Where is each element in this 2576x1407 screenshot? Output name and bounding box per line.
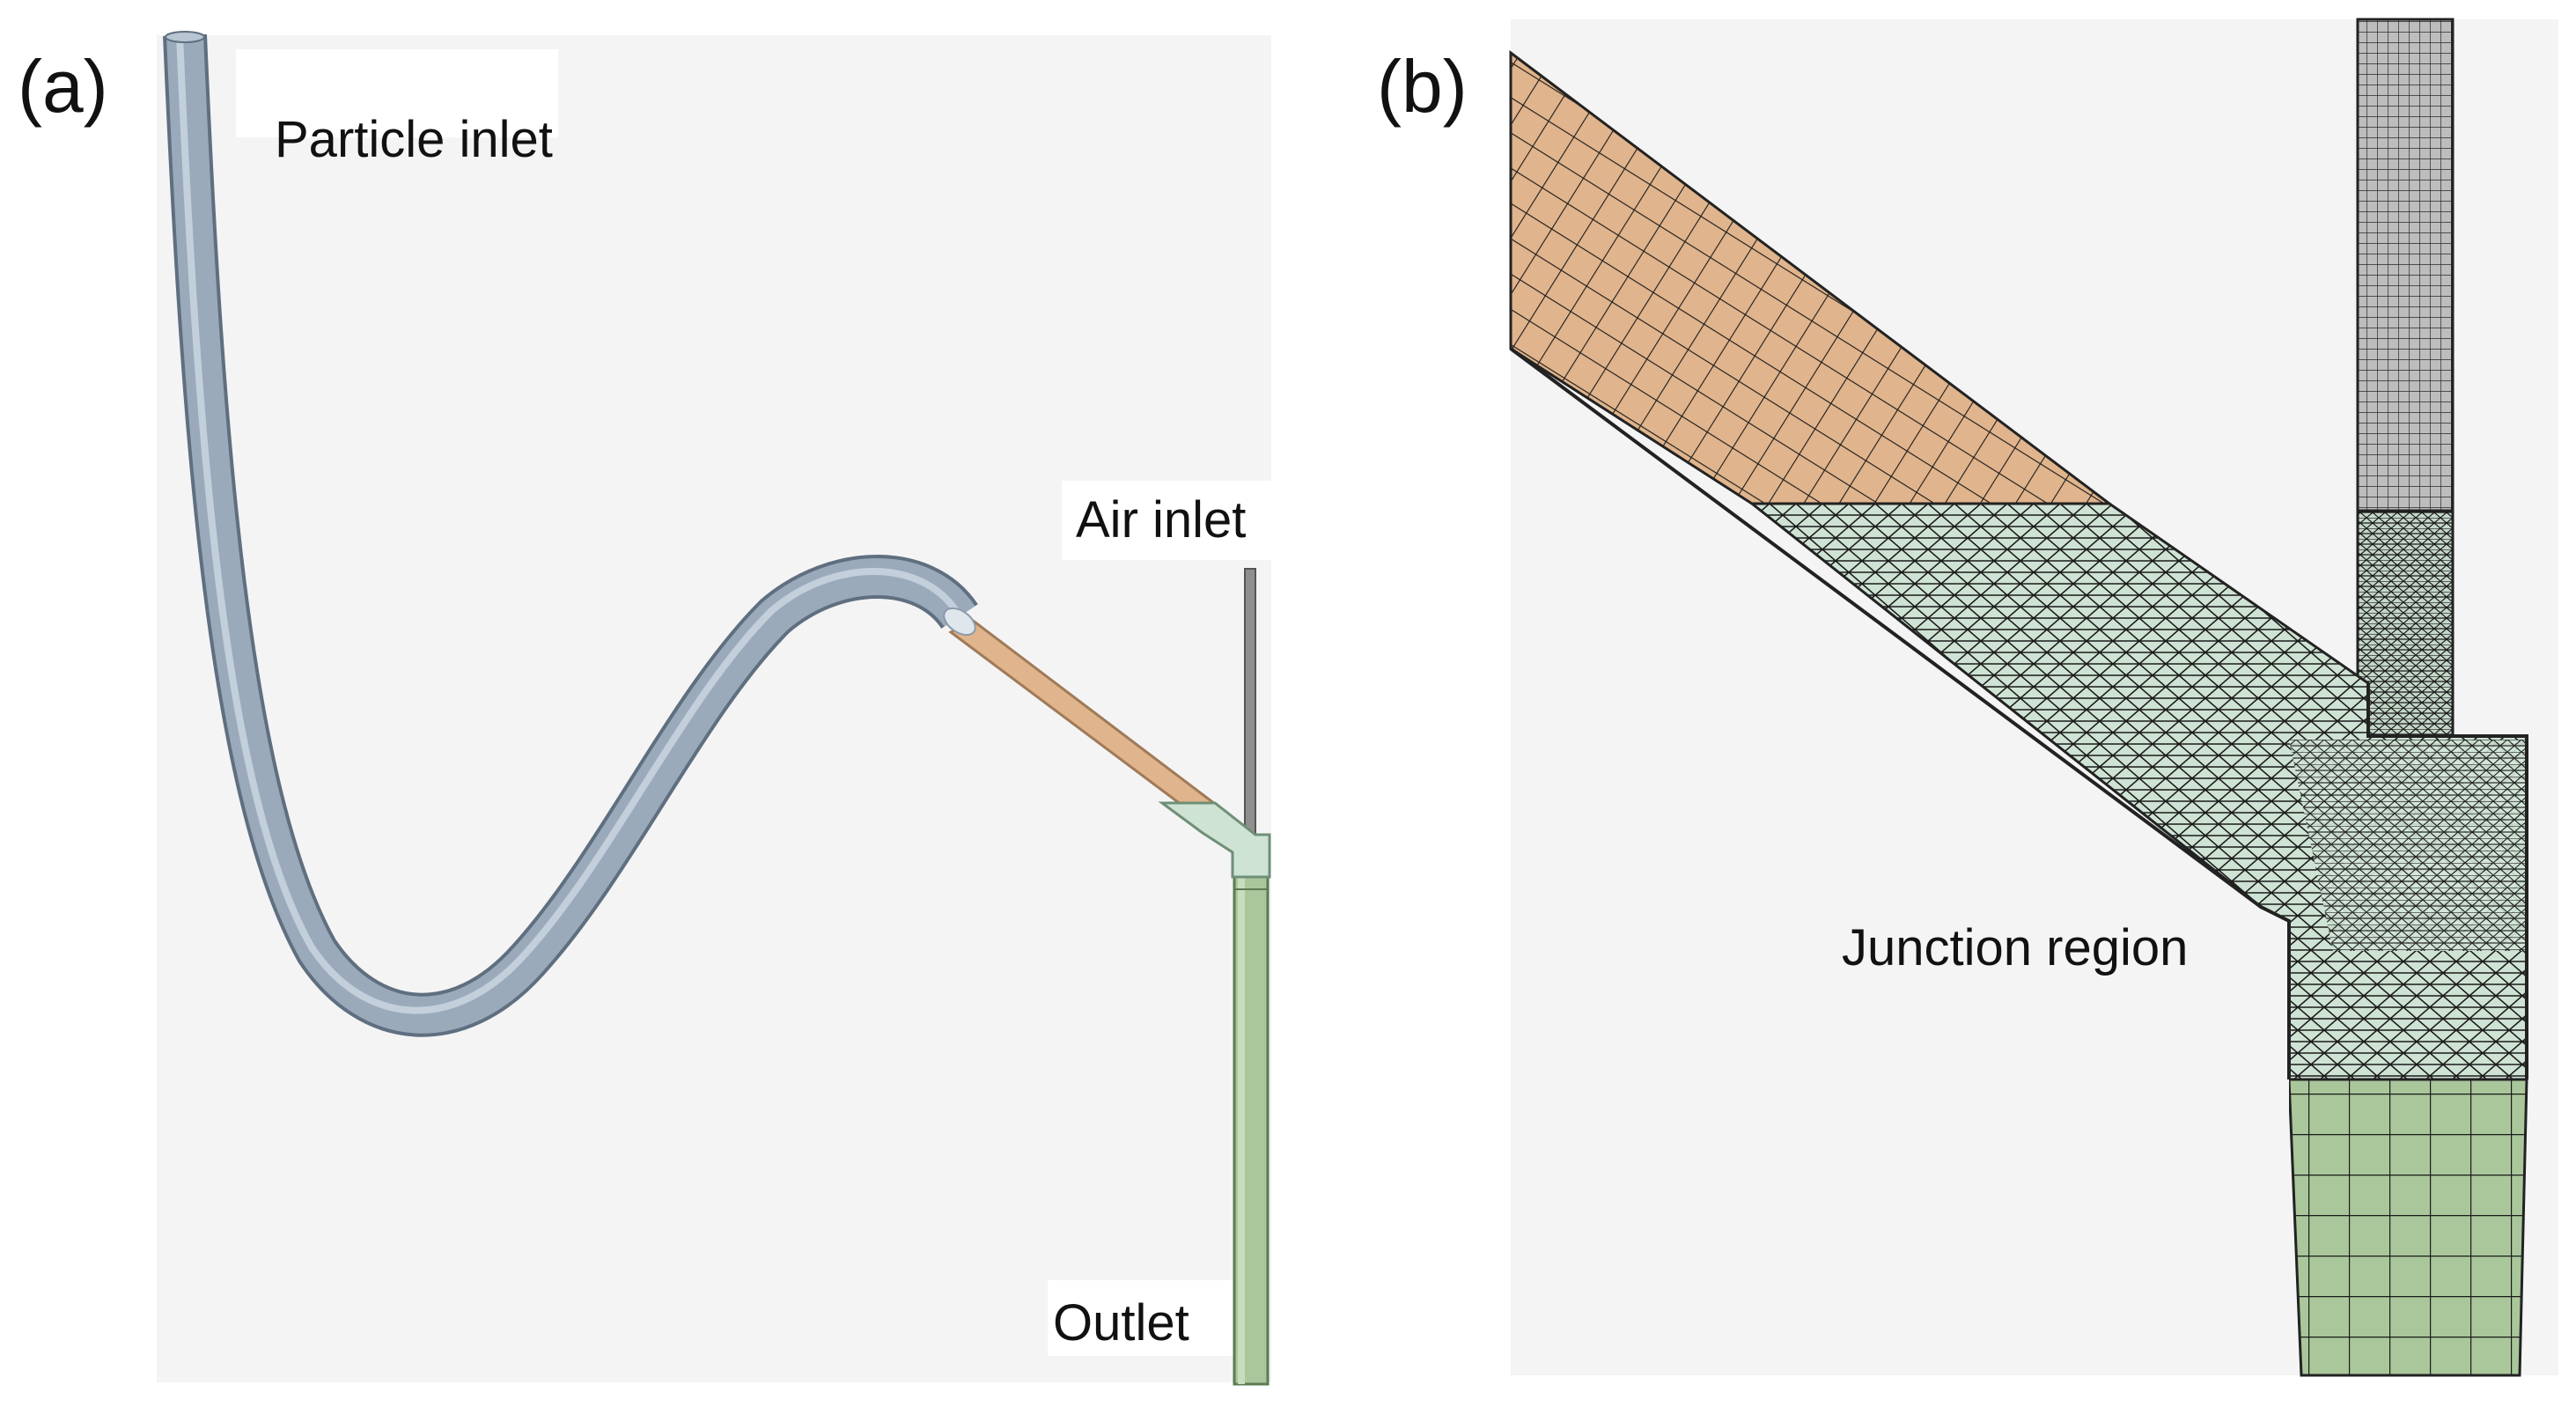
junction-block [1158,801,1271,879]
air-inlet-label: Air inlet [1076,491,1247,549]
particle-inlet-cap [165,31,205,43]
panel-b-mask-lower-left [1511,349,2289,1375]
junction-outline [1509,347,2528,1079]
air-inlet-mesh [2356,18,2455,514]
junction-fine-mesh [2289,740,2527,951]
outlet-mesh [2287,1078,2528,1377]
inclined-pipe-section [948,618,1221,822]
panel-a-letter: (a) [18,45,108,128]
particle-pipe-body [166,34,975,1034]
outlet-label: Outlet [1053,1294,1189,1352]
outlet-pipe-highlight [1238,845,1245,1384]
air-inlet-label-box [1062,481,1273,560]
air-inlet-pipe [1244,568,1256,834]
junction-region-label: Junction region [1842,919,2189,976]
particle-inlet-label-box [236,49,558,137]
particle-inlet-label: Particle inlet [275,111,553,168]
air-inlet-mesh-lower [2356,509,2455,741]
particle-pipe-highlight [176,34,960,1014]
outlet-label-box [1048,1280,1241,1356]
panel-b-letter: (b) [1377,45,1468,128]
pipe-end-ring [943,607,976,637]
